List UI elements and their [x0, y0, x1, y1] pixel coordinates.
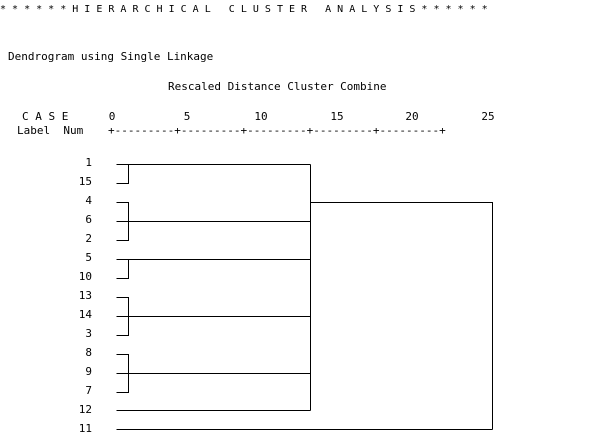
axis-tick-label: 15 — [330, 110, 344, 123]
analysis-banner: * * * * * * H I E R A R C H I C A L C L … — [0, 4, 488, 15]
case-label: 9 — [85, 365, 92, 378]
case-label: 11 — [78, 422, 92, 435]
case-label: 2 — [85, 232, 92, 245]
dendrogram-branch — [116, 164, 129, 184]
case-label: 5 — [85, 251, 92, 264]
distance-axis-ruler: +---------+---------+---------+---------… — [108, 124, 446, 137]
axis-tick-label: 20 — [405, 110, 419, 123]
case-label: 15 — [78, 175, 92, 188]
case-label: 8 — [85, 346, 92, 359]
axis-tick-label: 5 — [183, 110, 191, 123]
axis-tick-label: 0 — [108, 110, 116, 123]
axis-tick-label: 25 — [481, 110, 495, 123]
case-label: 10 — [78, 270, 92, 283]
case-label: 1 — [85, 156, 92, 169]
case-label: 6 — [85, 213, 92, 226]
case-header: C A S E — [22, 110, 69, 123]
dendrogram-branch — [116, 259, 129, 279]
case-label: 7 — [85, 384, 92, 397]
case-label: 3 — [85, 327, 92, 340]
rescaled-distance-title: Rescaled Distance Cluster Combine — [168, 80, 387, 93]
case-label: 14 — [78, 308, 92, 321]
case-label: 12 — [78, 403, 92, 416]
case-label: 13 — [78, 289, 92, 302]
label-num-header: Label Num — [17, 124, 84, 137]
dendrogram-title: Dendrogram using Single Linkage — [8, 50, 214, 63]
axis-tick-label: 10 — [254, 110, 268, 123]
dendrogram-branch — [310, 202, 493, 430]
case-label: 4 — [85, 194, 92, 207]
